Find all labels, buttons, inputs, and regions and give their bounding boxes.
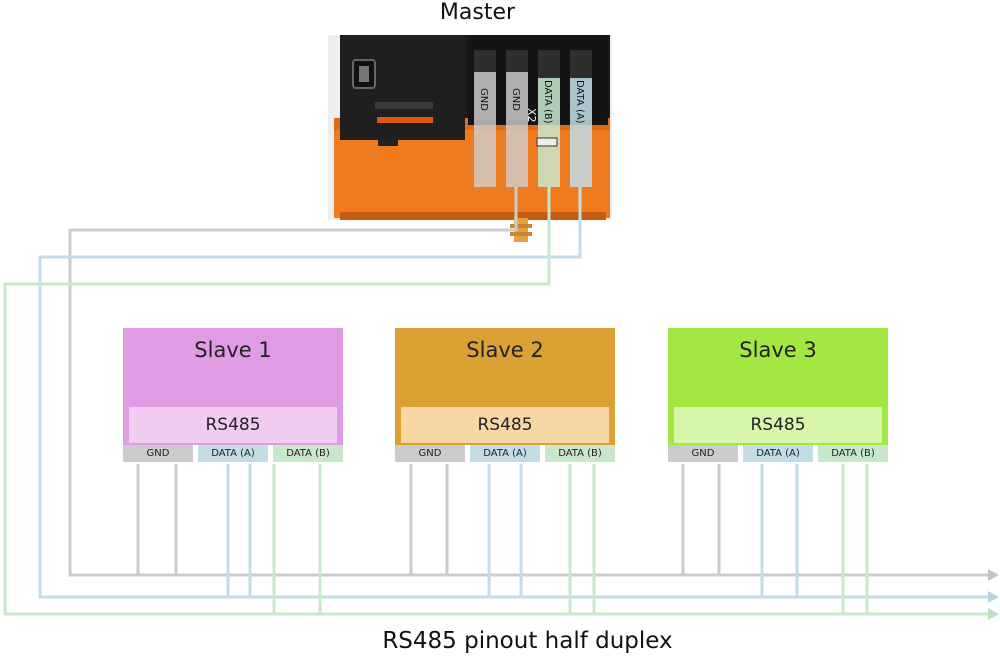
pin-data-a: DATA (A): [743, 445, 813, 462]
connector-label: X2: [525, 108, 538, 123]
slave-name: Slave 3: [739, 338, 817, 362]
pin-data-b: DATA (B): [818, 445, 888, 462]
slave-2: Slave 2 RS485 GND DATA (A) DATA (B): [395, 328, 615, 464]
rs485-module: RS485: [674, 407, 882, 443]
slave-wires: [136, 464, 869, 614]
sd-slot-icon: [375, 102, 433, 109]
pin-gnd: GND: [395, 445, 465, 462]
pin-data-b: DATA (B): [273, 445, 343, 462]
arrow-right-icon: [988, 608, 999, 620]
terminal-label: DATA (A): [574, 80, 585, 124]
pin-data-a: DATA (A): [198, 445, 268, 462]
slave-3: Slave 3 RS485 GND DATA (A) DATA (B): [668, 328, 888, 464]
pin-gnd: GND: [668, 445, 738, 462]
master-title: Master: [439, 0, 516, 25]
pin-data-b: DATA (B): [545, 445, 615, 462]
terminal-label: DATA (B): [542, 80, 553, 124]
pin-gnd: GND: [123, 445, 193, 462]
master-wires: [3, 187, 990, 616]
terminal-label: GND: [478, 88, 489, 111]
gnd-bus-wire: [68, 187, 990, 577]
slave-name: Slave 2: [466, 338, 544, 362]
slave-name: Slave 1: [194, 338, 272, 362]
rs485-module: RS485: [401, 407, 609, 443]
data-b-bus-wire: [3, 187, 990, 616]
slave-1: Slave 1 RS485 GND DATA (A) DATA (B): [123, 328, 343, 464]
terminal-label: GND: [510, 88, 521, 111]
arrow-right-icon: [988, 591, 999, 603]
master-device: GND GND DATA (B) DATA (A) X2: [328, 35, 612, 242]
pin-data-a: DATA (A): [470, 445, 540, 462]
rs485-module: RS485: [129, 407, 337, 443]
arrow-right-icon: [988, 569, 999, 581]
data-a-bus-wire: [38, 187, 990, 599]
diagram-caption: RS485 pinout half duplex: [382, 628, 673, 654]
bus-arrows: [988, 569, 999, 620]
